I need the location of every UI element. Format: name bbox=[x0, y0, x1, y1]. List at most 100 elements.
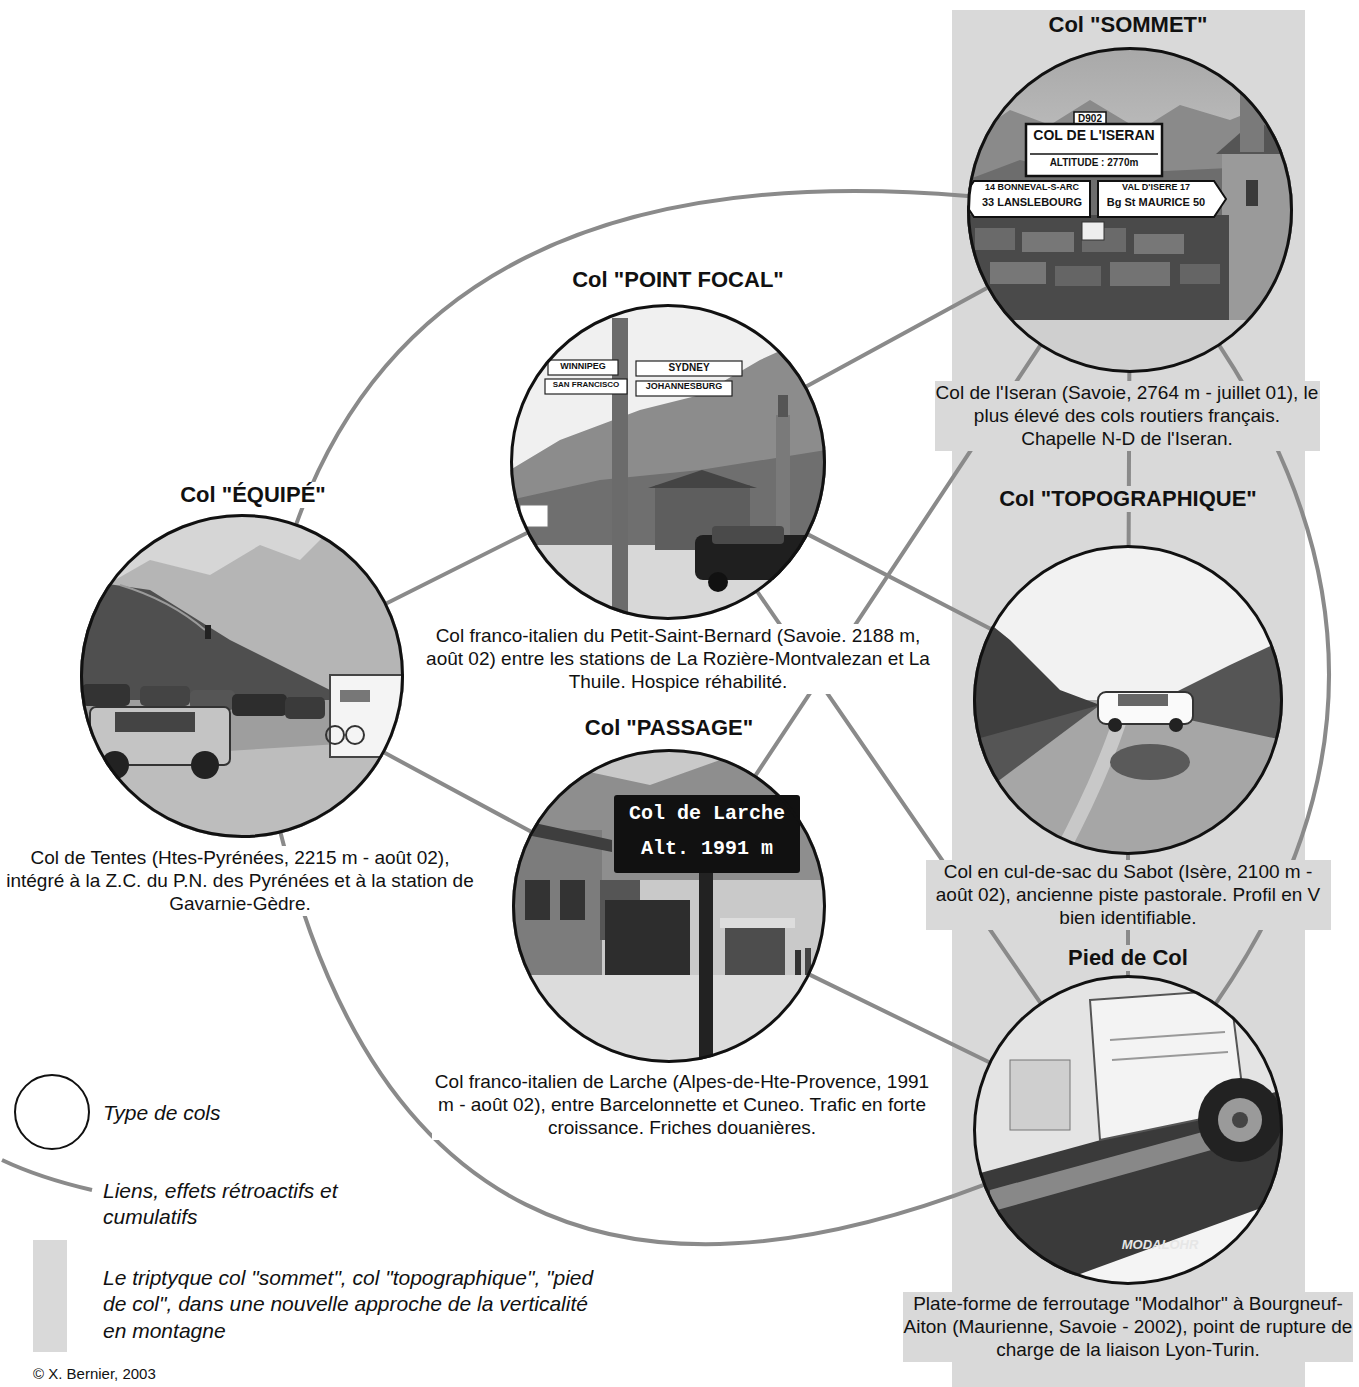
circle-outline-ring bbox=[975, 547, 1282, 854]
col-caption: Col franco-italien de Larche (Alpes-de-H… bbox=[432, 1070, 932, 1140]
tentes-photo-part bbox=[115, 712, 195, 732]
tentes-photo-part bbox=[340, 690, 370, 702]
modalohr-photo bbox=[973, 975, 1283, 1285]
larche-photo-part bbox=[525, 880, 550, 920]
tentes-photo-part bbox=[346, 726, 364, 744]
sabot-photo-part bbox=[973, 545, 1283, 855]
larche-photo-part bbox=[720, 918, 795, 928]
tentes-photo-part bbox=[285, 697, 325, 719]
circle-outline bbox=[973, 545, 1283, 855]
tentes-photo-part bbox=[191, 751, 219, 779]
col-circle: Col "TOPOGRAPHIQUE"Col en cul-de-sac du … bbox=[973, 545, 1283, 855]
circle-outline-ring bbox=[969, 49, 1292, 372]
tentes-photo-part bbox=[140, 686, 190, 706]
photo-sign-text: MODALOHR bbox=[1122, 1238, 1199, 1252]
col-caption: Col franco-italien du Petit-Saint-Bernar… bbox=[418, 624, 938, 694]
tentes-photo-part bbox=[205, 625, 211, 639]
modalohr-photo-part bbox=[1198, 1078, 1282, 1162]
tentes-photo-part bbox=[330, 675, 404, 757]
larche-photo bbox=[512, 749, 826, 1068]
photo-sign-text: ALTITUDE : 2770m bbox=[1050, 157, 1139, 168]
photo-sign-text: Alt. 1991 m bbox=[641, 838, 773, 860]
sabot-photo-part bbox=[1169, 718, 1183, 732]
legend-circle-sample bbox=[15, 1075, 89, 1149]
petit-saint-bernard-photo-part bbox=[548, 360, 618, 375]
petit-saint-bernard-photo-part bbox=[712, 526, 784, 544]
col-caption: Col de Tentes (Htes-Pyrénées, 2215 m - a… bbox=[6, 846, 474, 916]
larche-photo-part bbox=[699, 873, 713, 1068]
iseran-photo-part bbox=[1030, 153, 1158, 155]
photo-sign-text: SAN FRANCISCO bbox=[553, 381, 620, 390]
legend-text: Liens, effets rétroactifs et cumulatifs bbox=[103, 1178, 353, 1231]
col-circle: Col "ÉQUIPÉ"Col de Tentes (Htes-Pyrénées… bbox=[80, 514, 404, 838]
legend-swatch bbox=[33, 1240, 67, 1352]
iseran-photo-part bbox=[1110, 262, 1170, 286]
photo-sign-text: COL DE L'ISERAN bbox=[1033, 128, 1154, 143]
tentes-photo-part bbox=[326, 726, 344, 744]
col-circle: Col "PASSAGE"Col franco-italien de Larch… bbox=[512, 749, 826, 1063]
col-type-heading: Col "TOPOGRAPHIQUE" bbox=[995, 486, 1261, 512]
iseran-photo-part bbox=[1222, 150, 1294, 320]
iseran-photo-part bbox=[990, 262, 1046, 284]
col-circle: Col "POINT FOCAL"Col franco-italien du P… bbox=[510, 304, 826, 620]
photo-sign-text: Bg St MAURICE 50 bbox=[1107, 196, 1205, 208]
iseran-photo-part bbox=[1246, 180, 1258, 206]
photo-sign-text: WINNIPEG bbox=[560, 362, 606, 372]
tentes-photo bbox=[80, 514, 404, 840]
link-line bbox=[808, 535, 990, 629]
circle-outline-ring bbox=[82, 516, 403, 837]
modalohr-photo-part bbox=[1218, 1098, 1262, 1142]
modalohr-photo-part bbox=[1110, 1032, 1225, 1040]
copyright-note: © X. Bernier, 2003 bbox=[33, 1366, 156, 1383]
larche-sign-board bbox=[614, 795, 800, 873]
iseran-photo-part bbox=[1180, 264, 1220, 284]
larche-photo-part bbox=[512, 818, 612, 852]
link-line bbox=[385, 753, 531, 832]
col-type-heading: Col "POINT FOCAL" bbox=[568, 267, 788, 293]
legend-link-sample bbox=[2, 1160, 92, 1190]
iseran-photo-part bbox=[1022, 232, 1074, 252]
tentes-photo-part bbox=[82, 684, 130, 706]
petit-saint-bernard-photo-part bbox=[636, 381, 732, 396]
photo-sign-text: VAL D'ISERE 17 bbox=[1122, 183, 1190, 193]
iseran-photo-part bbox=[967, 215, 1229, 325]
link-line bbox=[810, 975, 989, 1062]
triptyque-band bbox=[952, 10, 1305, 1387]
col-caption: Plate-forme de ferroutage "Modalhor" à B… bbox=[903, 1292, 1353, 1362]
tentes-photo-part bbox=[80, 580, 404, 720]
circle-outline bbox=[510, 304, 826, 620]
circle-outline-ring bbox=[975, 977, 1282, 1284]
col-circle: Col "SOMMET"Col de l'Iseran (Savoie, 276… bbox=[967, 47, 1293, 373]
tentes-photo-part bbox=[232, 694, 287, 716]
petit-saint-bernard-photo-part bbox=[636, 361, 742, 376]
petit-saint-bernard-photo-part bbox=[782, 572, 802, 592]
photo-sign-text: 33 LANSLEBOURG bbox=[982, 196, 1082, 208]
iseran-photo-part bbox=[962, 181, 1090, 217]
iseran-photo-part bbox=[1098, 181, 1226, 217]
modalohr-photo-part bbox=[973, 975, 1283, 1285]
sabot-photo-part bbox=[1108, 718, 1122, 732]
iseran-photo-part bbox=[1240, 88, 1264, 152]
col-caption: Col de l'Iseran (Savoie, 2764 m - juille… bbox=[935, 381, 1320, 451]
iseran-photo-part bbox=[1074, 112, 1106, 126]
petit-saint-bernard-photo-part bbox=[648, 470, 757, 488]
photo-sign-text: JOHANNESBURG bbox=[646, 382, 723, 392]
link-line bbox=[297, 191, 968, 523]
petit-saint-bernard-photo-part bbox=[776, 415, 790, 545]
larche-photo-part bbox=[725, 925, 785, 980]
iseran-photo-part bbox=[1026, 124, 1162, 176]
link-line bbox=[387, 533, 527, 603]
iseran-photo-part bbox=[1082, 222, 1104, 240]
legend-text: Le triptyque col "sommet", col "topograp… bbox=[103, 1265, 603, 1344]
iseran-photo-part bbox=[1055, 266, 1101, 286]
col-type-heading: Col "ÉQUIPÉ" bbox=[176, 482, 330, 508]
iseran-photo bbox=[962, 47, 1298, 380]
circle-outline bbox=[967, 47, 1293, 373]
modalohr-photo-part bbox=[1010, 1060, 1070, 1130]
circle-outline-ring bbox=[514, 751, 825, 1062]
petit-saint-bernard-photo-part bbox=[708, 572, 728, 592]
larche-photo-part bbox=[512, 975, 826, 1065]
sabot-photo-part bbox=[1110, 744, 1190, 780]
photo-sign-text: Col de Larche bbox=[629, 803, 785, 825]
